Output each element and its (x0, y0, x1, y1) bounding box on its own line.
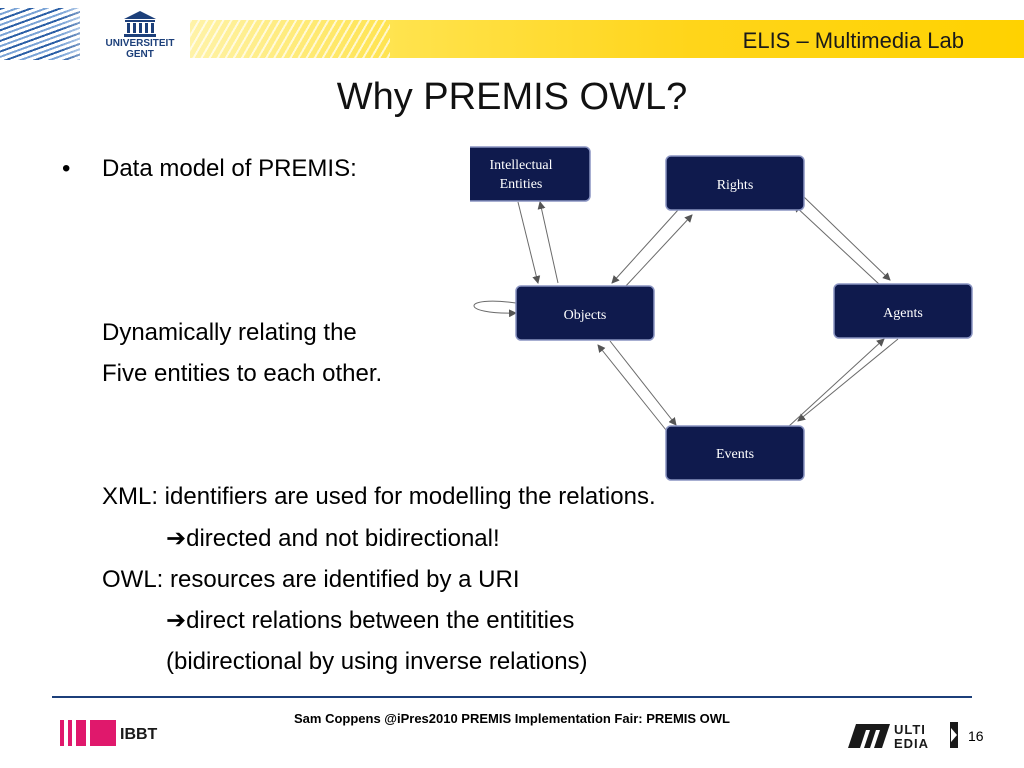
svg-text:ULTI: ULTI (894, 722, 926, 737)
ibbt-bar (90, 720, 116, 746)
logo-line2: GENT (126, 49, 154, 60)
ibbt-bar (76, 720, 86, 746)
node-intellectual-entities: Intellectual Entities (470, 146, 591, 202)
header-yellow-stripes (190, 20, 390, 58)
header-band: ELIS – Multimedia Lab (0, 0, 1024, 68)
node-agents-label: Agents (883, 306, 923, 321)
logo-line1: UNIVERSITEIT (105, 38, 175, 49)
node-events-label: Events (716, 447, 754, 462)
node-objects-label: Objects (564, 308, 607, 323)
node-intellectual-label1: Intellectual (490, 158, 553, 173)
footer-text: Sam Coppens @iPres2010 PREMIS Implementa… (294, 711, 730, 726)
line-bidirectional: (bidirectional by using inverse relation… (166, 648, 588, 675)
line-direct-relations: ➔direct relations between the entitities (166, 607, 575, 634)
line-dynamically: Dynamically relating the (102, 319, 357, 346)
line-five-entities: Five entities to each other. (102, 360, 383, 387)
ibbt-label: IBBT (120, 726, 158, 743)
line-xml: XML: identifiers are used for modelling … (102, 483, 656, 510)
ibbt-bar (68, 720, 72, 746)
node-agents: Agents (833, 283, 973, 339)
page-number: 16 (968, 728, 984, 744)
multimedia-logo: ULTI EDIA (848, 722, 958, 751)
node-objects: Objects (515, 285, 655, 341)
premis-data-model-diagram: Intellectual Entities Rights Objects Age… (470, 146, 973, 481)
ugent-logo: UNIVERSITEIT GENT (100, 10, 180, 68)
header-pattern-fade (60, 8, 110, 60)
svg-text:EDIA: EDIA (894, 736, 929, 751)
node-rights: Rights (665, 155, 805, 211)
node-rights-label: Rights (717, 178, 754, 193)
lab-name: ELIS – Multimedia Lab (742, 28, 964, 53)
node-events: Events (665, 425, 805, 481)
ibbt-bar (60, 720, 64, 746)
footer-divider (52, 696, 972, 698)
line-data-model: Data model of PREMIS: (102, 155, 357, 182)
line-directed: ➔directed and not bidirectional! (166, 525, 500, 552)
slide-title: Why PREMIS OWL? (336, 76, 688, 118)
university-building-icon (124, 11, 156, 37)
node-intellectual-label2: Entities (500, 177, 543, 192)
bullet-marker: • (62, 155, 71, 182)
line-owl: OWL: resources are identified by a URI (102, 566, 520, 593)
